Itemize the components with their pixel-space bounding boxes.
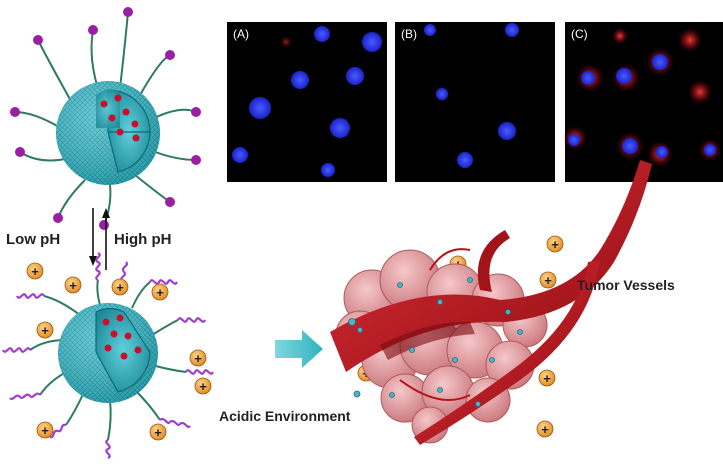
- microscopy-panel-b: (B): [395, 22, 555, 182]
- svg-text:+: +: [31, 264, 39, 279]
- tumor-cell-nuclei: [348, 277, 523, 407]
- svg-text:+: +: [69, 278, 77, 293]
- panel-label-c: (C): [571, 27, 588, 41]
- drug-cargo: [102, 314, 142, 360]
- high-ph-label: High pH: [114, 231, 172, 248]
- nanoparticle-charge-reversed: [2, 252, 214, 459]
- charge-marker: +: [194, 377, 212, 395]
- svg-text:+: +: [199, 379, 207, 394]
- ph-switch-arrows: [89, 208, 110, 270]
- charge-marker: +: [36, 321, 54, 339]
- svg-text:+: +: [41, 323, 49, 338]
- tumor-vessel: [330, 160, 652, 445]
- microscopy-panel-a: (A): [227, 22, 387, 182]
- acidic-environment-label: Acidic Environment: [219, 408, 351, 424]
- low-ph-label: Low pH: [6, 231, 60, 248]
- charge-marker: +: [149, 423, 167, 441]
- tumor-illustration: [330, 160, 652, 445]
- charge-marker: +: [111, 278, 129, 296]
- svg-text:+: +: [541, 422, 549, 437]
- panel-label-a: (A): [233, 27, 249, 41]
- charge-marker: +: [26, 262, 44, 280]
- svg-text:+: +: [156, 285, 164, 300]
- charge-marker: +: [538, 369, 556, 387]
- svg-text:+: +: [194, 351, 202, 366]
- charge-marker: +: [546, 235, 564, 253]
- nanoparticle-peg-shielded: [10, 7, 201, 230]
- cutaway-cavity: [95, 307, 151, 393]
- charge-marker: +: [64, 276, 82, 294]
- svg-text:+: +: [544, 273, 552, 288]
- charge-marker: +: [189, 349, 207, 367]
- charge-marker: +: [36, 421, 54, 439]
- charge-marker: +: [539, 271, 557, 289]
- svg-text:+: +: [543, 371, 551, 386]
- microscopy-panel-c: (C): [563, 22, 723, 182]
- charge-marker: +: [536, 420, 554, 438]
- svg-text:+: +: [551, 237, 559, 252]
- transition-arrow: [275, 330, 323, 368]
- tumor-vessels-label: Tumor Vessels: [577, 277, 675, 293]
- drug-cargo: [100, 94, 140, 142]
- svg-text:+: +: [116, 280, 124, 295]
- panel-label-b: (B): [401, 27, 417, 41]
- helical-peptides: [2, 252, 214, 459]
- peg-end-caps: [10, 7, 201, 230]
- svg-text:+: +: [154, 425, 162, 440]
- svg-text:+: +: [41, 423, 49, 438]
- charge-marker: +: [151, 283, 169, 301]
